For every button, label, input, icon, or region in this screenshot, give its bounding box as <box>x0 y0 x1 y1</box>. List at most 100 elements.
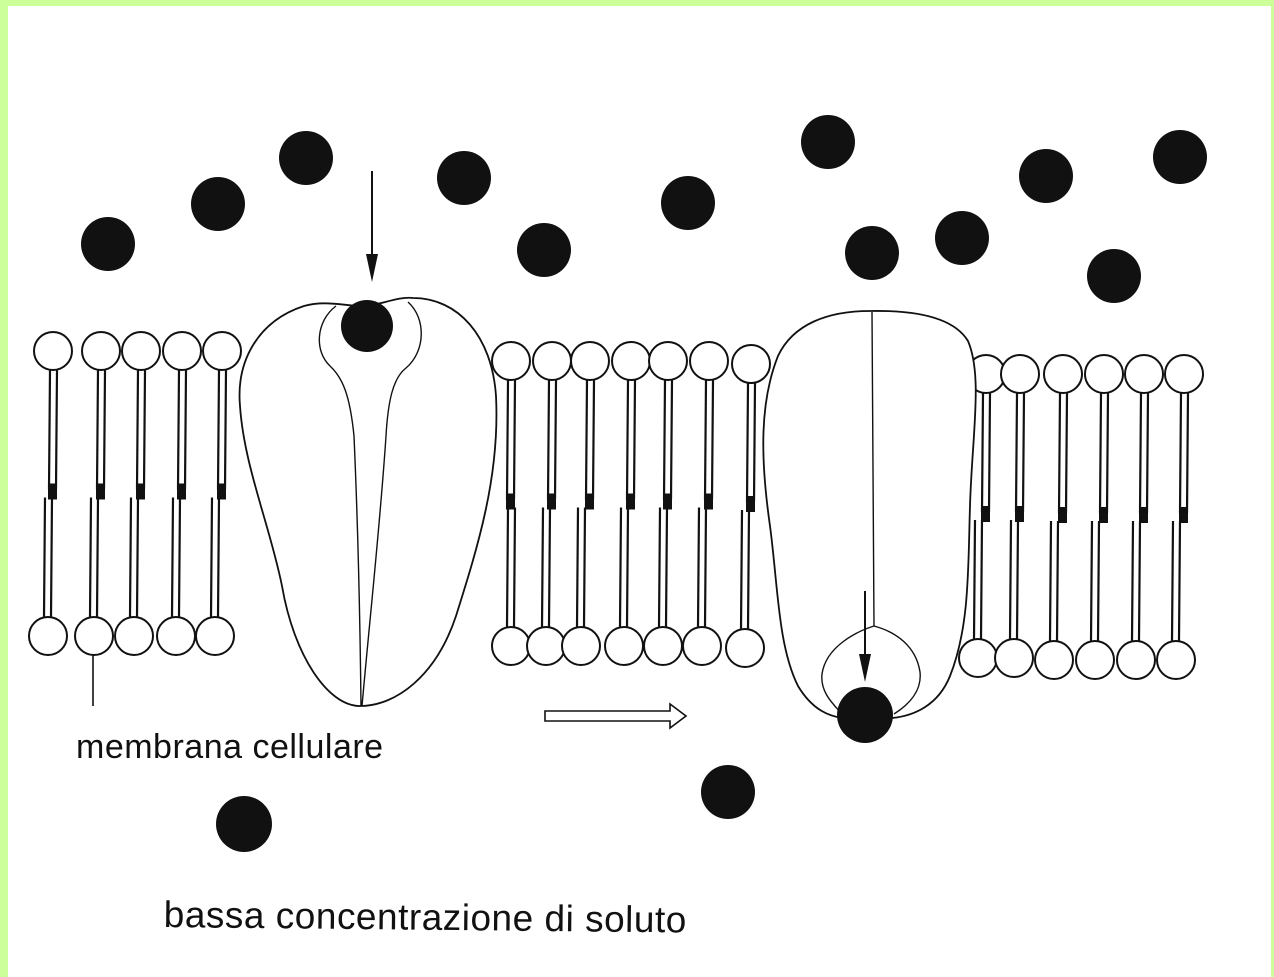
lipid-tail <box>172 498 173 618</box>
solute-particle <box>701 765 755 819</box>
lipid-head <box>605 627 643 665</box>
lipid-tail <box>620 508 621 628</box>
lipid-tail <box>1023 393 1024 512</box>
lipid-head <box>492 627 530 665</box>
lipid-head <box>75 617 113 655</box>
lipid-tail <box>748 510 749 629</box>
lipid-tail <box>514 380 515 500</box>
lipid-tail <box>137 370 138 490</box>
lipid-tail <box>137 498 138 618</box>
phospholipid <box>75 332 120 655</box>
solute-particle <box>935 211 989 265</box>
lipid-tail <box>705 508 706 628</box>
lipid-head <box>1165 355 1203 393</box>
lipid-tail <box>1066 393 1067 513</box>
lipid-tail <box>97 370 98 490</box>
membrane-label: membrana cellulare <box>76 728 384 767</box>
solute-particle <box>191 177 245 231</box>
lipid-kink <box>981 506 990 522</box>
lipid-kink <box>217 484 226 500</box>
lipid-kink <box>746 496 755 512</box>
facilitated-diffusion-diagram <box>8 6 1274 977</box>
lipid-tail <box>981 520 982 639</box>
lipid-head <box>562 627 600 665</box>
lipid-kink <box>177 484 186 500</box>
lipid-tail <box>593 380 594 500</box>
lipid-tail <box>1180 393 1181 513</box>
lipid-tail <box>627 508 628 628</box>
lipid-tail <box>51 498 52 618</box>
solute-particle <box>1019 149 1073 203</box>
lipid-tail <box>974 520 975 639</box>
solute-particle <box>661 176 715 230</box>
lipid-tail <box>586 380 587 500</box>
lipid-tail <box>1132 521 1133 641</box>
lipid-tail <box>666 508 667 628</box>
lipid-tail <box>671 380 672 500</box>
lipid-head <box>1117 641 1155 679</box>
lipid-kink <box>1058 507 1067 523</box>
lipid-tail <box>179 498 180 618</box>
lipid-tail <box>49 370 50 490</box>
solute-particle <box>437 151 491 205</box>
lipid-head <box>1076 641 1114 679</box>
phospholipid <box>492 342 530 665</box>
solute-particle <box>279 131 333 185</box>
lipid-kink <box>506 494 515 510</box>
phospholipid <box>1076 355 1123 679</box>
solute-particle <box>81 217 135 271</box>
phospholipid <box>115 332 160 655</box>
lipid-kink <box>663 494 672 510</box>
lipid-head <box>527 627 565 665</box>
lipid-head <box>732 345 770 383</box>
lipid-kink <box>626 494 635 510</box>
lipid-tail <box>178 370 179 490</box>
lipid-tail <box>1016 393 1017 512</box>
phospholipid <box>562 342 609 665</box>
arrow-down-icon <box>366 254 378 282</box>
phospholipid <box>644 342 687 665</box>
lipid-kink <box>1015 506 1024 522</box>
lipid-tail <box>659 508 660 628</box>
solute-particle <box>801 115 855 169</box>
lipid-tail <box>514 508 515 628</box>
lipid-tail <box>1187 393 1188 513</box>
lipid-tail <box>548 380 549 500</box>
lipid-head <box>649 342 687 380</box>
lipid-tail <box>1017 520 1018 639</box>
solute-particle <box>517 223 571 277</box>
phospholipid <box>1157 355 1203 679</box>
phospholipid <box>726 345 770 667</box>
lipid-tail <box>584 508 585 628</box>
lipid-head <box>115 617 153 655</box>
lipid-tail <box>712 380 713 500</box>
lipid-head <box>571 342 609 380</box>
lipid-head <box>1157 641 1195 679</box>
lipid-tail <box>1059 393 1060 513</box>
lipid-tail <box>1147 393 1148 513</box>
lipid-tail <box>1057 521 1058 641</box>
lipid-tail <box>211 498 212 618</box>
lipid-tail <box>1098 521 1099 641</box>
lipid-head <box>959 639 997 677</box>
lipid-tail <box>542 508 543 628</box>
lipid-tail <box>56 370 57 490</box>
lipid-head <box>1001 355 1039 393</box>
lipid-tail <box>1100 393 1101 513</box>
lipid-kink <box>1179 507 1188 523</box>
lipid-tail <box>218 370 219 490</box>
lipid-tail <box>1050 521 1051 641</box>
lipid-tail <box>104 370 105 490</box>
lipid-tail <box>130 498 131 618</box>
lipid-kink <box>1139 507 1148 523</box>
lipid-tail <box>627 380 628 500</box>
lipid-tail <box>747 383 748 502</box>
lipid-kink <box>48 484 57 500</box>
lipid-kink <box>585 494 594 510</box>
lipid-tail <box>634 380 635 500</box>
carrier-protein-open-outside <box>240 171 497 706</box>
lipid-head <box>196 617 234 655</box>
lipid-tail <box>507 508 508 628</box>
lipid-tail <box>741 510 742 629</box>
